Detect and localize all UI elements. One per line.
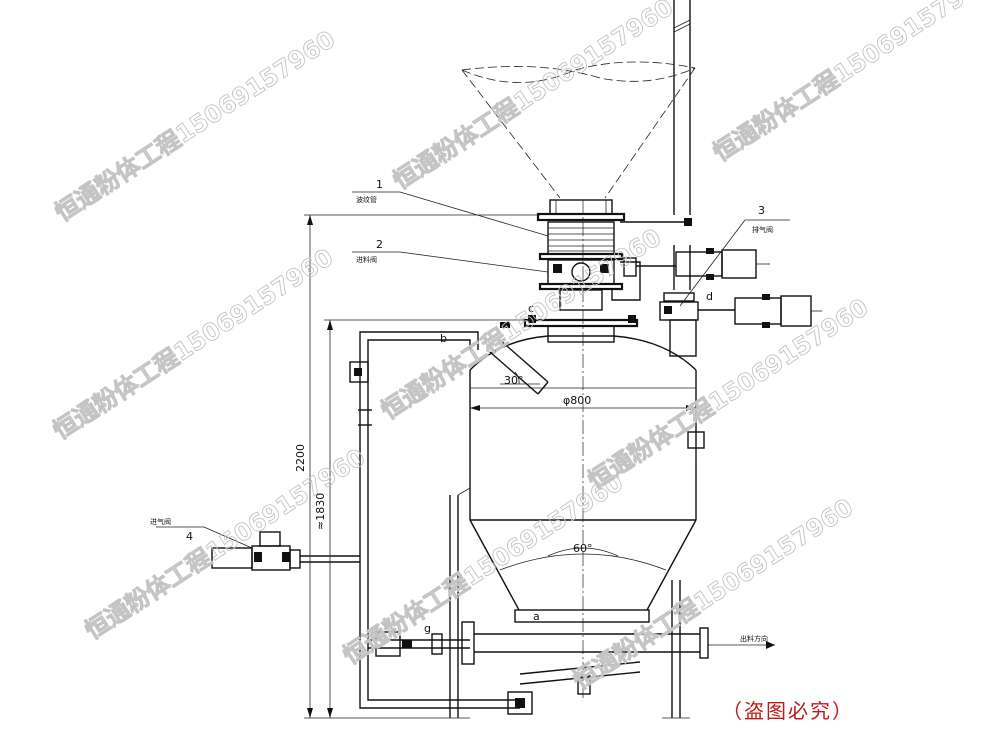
sight-glass	[687, 431, 705, 460]
watermark: 恒通粉体工程15069157960	[568, 493, 858, 695]
watermarks: 恒通粉体工程15069157960 恒通粉体工程15069157960 恒通粉体…	[48, 0, 999, 695]
point-d: d	[706, 290, 713, 303]
leader-lines	[156, 191, 790, 549]
watermark: 恒通粉体工程15069157960	[708, 0, 998, 167]
copyright-notice: （盗图必究）	[722, 699, 854, 723]
point-g: g	[424, 622, 431, 635]
callout-4-number: 4	[186, 530, 193, 543]
watermark: 恒通粉体工程15069157960	[376, 223, 666, 425]
point-a: a	[533, 610, 540, 623]
point-b: b	[440, 332, 447, 345]
discharge-pipe	[461, 621, 709, 695]
feed-valve-cylinder	[675, 248, 770, 280]
height-dimension-1830	[324, 319, 525, 718]
callout-3-name: 排气阀	[752, 225, 773, 234]
height-dimension-2200	[304, 214, 540, 719]
feed-neck	[536, 199, 626, 222]
exhaust-valve	[659, 292, 735, 357]
vertical-pipe	[673, 0, 691, 290]
point-c: c	[528, 302, 534, 315]
level-gauge	[620, 218, 692, 226]
dim-2200: 2200	[294, 444, 307, 472]
dim-angle-30: 30°	[504, 374, 524, 387]
watermark: 恒通粉体工程15069157960	[388, 0, 678, 195]
callout-2-number: 2	[376, 238, 383, 251]
callout-4-name: 进气阀	[150, 517, 171, 526]
watermark: 恒通粉体工程15069157960	[338, 468, 628, 670]
callout-1-number: 1	[376, 178, 383, 191]
dim-1830: ≈1830	[314, 493, 327, 530]
feed-hopper	[461, 61, 696, 199]
watermark: 恒通粉体工程15069157960	[48, 243, 338, 445]
support-legs	[440, 487, 690, 719]
inclined-inlet	[489, 339, 549, 395]
callout-2-name: 进料阀	[356, 255, 377, 264]
outlet-arrow	[708, 641, 775, 649]
bellows	[538, 221, 624, 261]
callout-3-number: 3	[758, 204, 765, 217]
cone-angle-arc	[547, 547, 619, 557]
dim-diameter: φ800	[563, 394, 591, 407]
air-pipe	[349, 331, 520, 709]
watermark: 恒通粉体工程15069157960	[583, 293, 873, 495]
callout-1-name: 波纹管	[356, 195, 377, 204]
diameter-dimension	[470, 405, 696, 411]
outlet-direction-label: 出料方向	[740, 634, 768, 643]
vessel-top-flange	[500, 315, 639, 343]
watermark: 恒通粉体工程15069157960	[50, 25, 340, 227]
bottom-valve	[507, 691, 533, 715]
dim-angle-60: 60°	[573, 542, 593, 555]
exhaust-valve-cylinder	[734, 294, 822, 328]
lower-air-pipe	[368, 631, 470, 657]
watermark: 恒通粉体工程15069157960	[80, 443, 370, 645]
